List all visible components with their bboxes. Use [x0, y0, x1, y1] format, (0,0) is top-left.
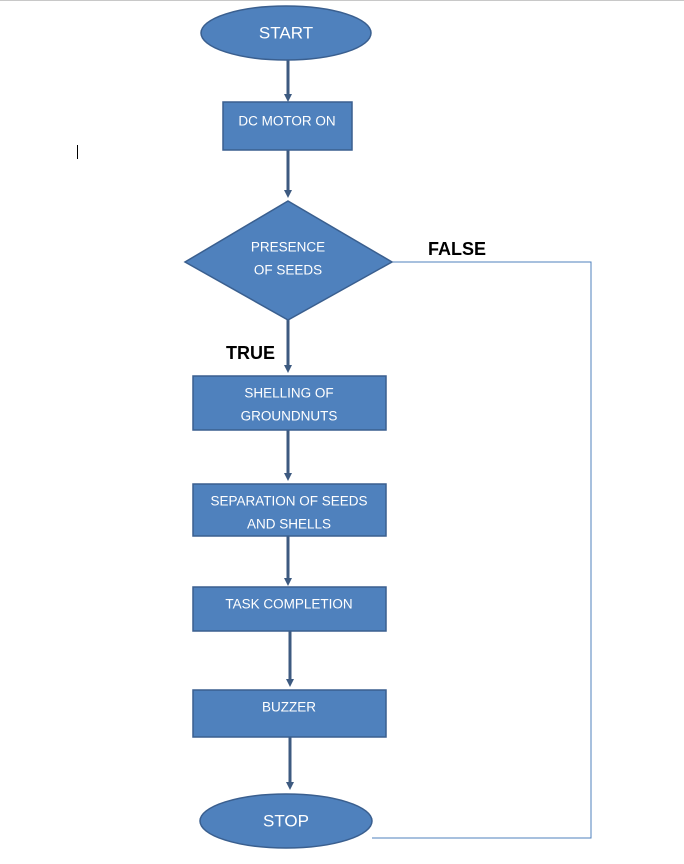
shelling-label-line-2: GROUNDNUTS: [241, 409, 338, 424]
text-cursor: [77, 145, 78, 159]
page-top-rule: [0, 0, 684, 1]
start-node: START: [200, 5, 372, 61]
task-completion-node: TASK COMPLETION: [192, 586, 387, 632]
shelling-label-line-1: SHELLING OF: [244, 386, 333, 401]
presence-decision-node: PRESENCE OF SEEDS: [183, 200, 394, 321]
presence-label-line-2: OF SEEDS: [254, 263, 322, 278]
true-branch-label: TRUE: [226, 343, 275, 363]
buzzer-node: BUZZER: [192, 689, 387, 738]
dc-motor-label: DC MOTOR ON: [238, 114, 335, 129]
buzzer-label: BUZZER: [262, 700, 316, 715]
false-branch-label: FALSE: [428, 239, 486, 259]
separation-node: SEPARATION OF SEEDS AND SHELLS: [192, 483, 387, 537]
task-completion-label: TASK COMPLETION: [225, 597, 352, 612]
stop-node: STOP: [199, 793, 373, 849]
stop-label: STOP: [263, 812, 309, 831]
dc-motor-node: DC MOTOR ON: [222, 101, 353, 151]
connectors: [284, 60, 592, 839]
shelling-node: SHELLING OF GROUNDNUTS: [192, 375, 387, 431]
separation-label-line-1: SEPARATION OF SEEDS: [210, 494, 367, 509]
presence-label-line-1: PRESENCE: [251, 240, 325, 255]
false-loop-line: [372, 261, 592, 839]
separation-label-line-2: AND SHELLS: [247, 517, 331, 532]
start-label: START: [259, 24, 313, 43]
